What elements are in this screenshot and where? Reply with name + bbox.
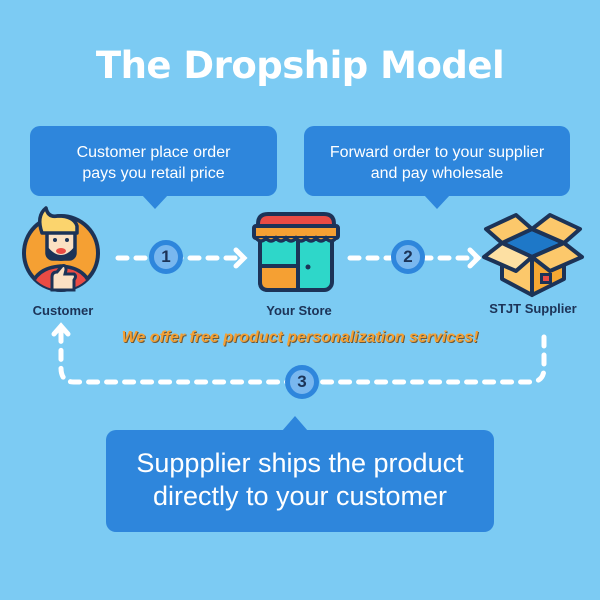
callout-step-1-line-1: Customer place order: [76, 144, 231, 161]
callout-step-3-line-1: Suppplier ships the product: [136, 448, 464, 478]
callout-step-3-line-2: directly to your customer: [152, 481, 448, 511]
node-store: [248, 210, 344, 296]
arrow-supplier-to-customer: [58, 325, 547, 385]
callout-step-1-line-2: pays you retail price: [82, 165, 225, 182]
callout-step-2: Forward order to your supplier and pay w…: [304, 126, 570, 209]
callout-step-2-line-2: and pay wholesale: [370, 165, 504, 182]
node-customer-label: Customer: [32, 303, 94, 318]
page-title: The Dropship Model: [95, 44, 505, 87]
promo-text: We offer free product personalization se…: [121, 329, 479, 346]
arrow-head-2: [467, 247, 482, 269]
node-customer: [22, 202, 102, 292]
callout-step-2-line-1: Forward order to your supplier: [329, 144, 545, 161]
storefront-icon: [252, 212, 340, 292]
arrow-head-1: [233, 247, 248, 269]
callout-step-3: Suppplier ships the product directly to …: [106, 416, 494, 532]
arrow-head-3: [51, 322, 71, 337]
customer-thumbs-up-icon: [22, 206, 100, 292]
open-box-icon: [482, 213, 584, 297]
callout-step-1: Customer place order pays you retail pri…: [30, 126, 277, 209]
step-badge-1: 1: [149, 240, 183, 274]
node-supplier-label: STJT Supplier: [489, 301, 577, 316]
step-badge-2: 2: [391, 240, 425, 274]
node-store-label: Your Store: [266, 303, 332, 318]
step-badge-3: 3: [285, 365, 319, 399]
node-supplier: [478, 207, 588, 299]
